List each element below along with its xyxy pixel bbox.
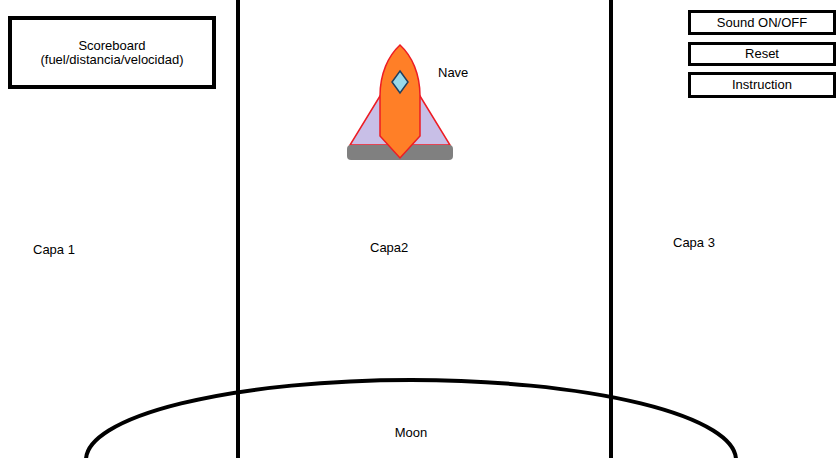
layer-divider [609,0,613,458]
moon-ellipse: Moon [84,378,738,458]
layer-label: Capa 1 [33,243,75,257]
moon-ellipse-outline [86,380,736,458]
moon-outline [84,378,738,458]
node-text: Sound ON/OFF [717,16,807,30]
layer-label: Capa2 [370,241,408,255]
reset-button: Reset [688,42,836,66]
layer-divider [236,0,240,458]
rocket-body [380,45,420,158]
rocket-window [392,71,408,93]
ship-label: Nave [438,66,468,80]
instruction-button: Instruction [688,72,836,98]
node-text: Instruction [732,78,792,92]
rocket-ship [347,45,453,160]
node-text: Reset [745,47,779,61]
node-text: Moon [395,426,428,440]
node-text: Scoreboard (fuel/distancia/velocidad) [17,39,207,67]
layer-label: Capa 3 [673,236,715,250]
sound-button: Sound ON/OFF [688,10,836,35]
scoreboard-box: Scoreboard (fuel/distancia/velocidad) [8,16,216,89]
